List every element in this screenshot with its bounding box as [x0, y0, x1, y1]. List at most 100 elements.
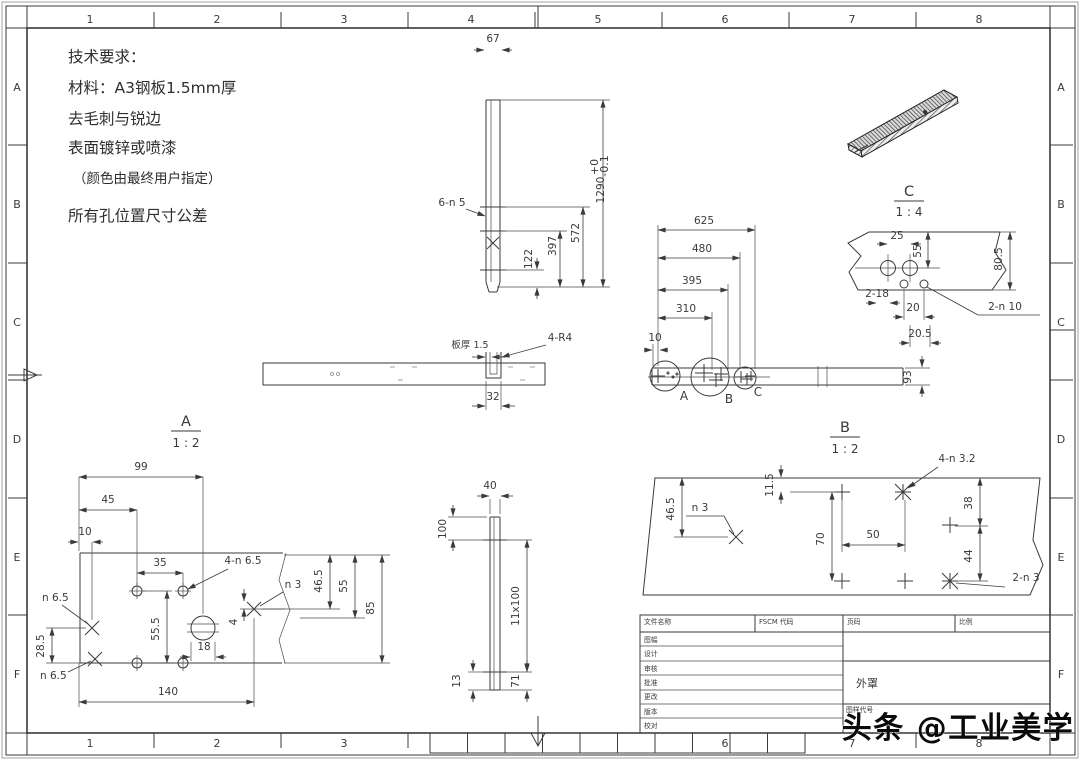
dim-140: 140 — [158, 686, 178, 698]
detail-b-title: B — [840, 420, 850, 436]
dim-55: 55 — [338, 579, 350, 592]
dim-1290-tol-lower: -0.1 — [598, 155, 611, 176]
dim-32: 32 — [486, 391, 499, 403]
zone-row-label: C — [1057, 316, 1065, 329]
dim-46-5: 46.5 — [665, 497, 677, 520]
detail-a-holes — [84, 583, 285, 671]
zone-row-label: F — [1058, 668, 1064, 681]
zone-row-label: E — [14, 551, 21, 564]
dim-572: 572 — [570, 223, 582, 243]
dim-67: 67 — [486, 33, 499, 45]
detail-c: C 1 : 4 25 55 80.5 2-18 20 20.5 2 — [847, 184, 1040, 347]
row-label-proof: 校对 — [644, 721, 658, 730]
zone-col-label: 2 — [214, 13, 221, 26]
zone-row-label: B — [1057, 198, 1065, 211]
zone-row-label: B — [13, 198, 21, 211]
callout-4xd6-5: 4-n 6.5 — [224, 555, 261, 567]
zone-col-label: 6 — [722, 13, 729, 26]
dim-13: 13 — [451, 674, 463, 687]
dim-35: 35 — [153, 557, 166, 569]
dim-10: 10 — [648, 332, 661, 344]
dim-55: 55 — [912, 244, 924, 257]
dim-99: 99 — [134, 461, 147, 473]
dim-11x100: 11x100 — [510, 586, 522, 626]
dim-70: 70 — [815, 532, 827, 545]
scale-label: 比例 — [959, 617, 973, 626]
tech-line: 去毛刺与锐边 — [68, 110, 162, 128]
zone-col-label: 7 — [849, 737, 856, 750]
title-block: 文件名称 FSCM 代码 页码 比例 图幅 设计 审核 批准 更改 版本 校对 … — [639, 614, 1051, 734]
dim-25: 25 — [890, 230, 903, 242]
dim-38: 38 — [963, 496, 975, 509]
dim-20-5: 20.5 — [908, 328, 931, 340]
tech-title: 技术要求： — [68, 48, 146, 66]
dim-44: 44 — [963, 549, 975, 563]
callout-4xd3-2: 4-n 3.2 — [938, 453, 975, 465]
callout-d6-5-top: n 6.5 — [42, 592, 69, 604]
row-label-version: 版本 — [644, 707, 658, 716]
detail-b-holes — [728, 483, 959, 590]
dim-18: 18 — [197, 641, 210, 653]
zone-col-label: 2 — [214, 737, 221, 750]
callout-2xd10: 2-n 10 — [988, 301, 1022, 313]
zone-col-label: 7 — [849, 13, 856, 26]
zone-labels: 1 2 3 4 5 6 7 8 1 2 3 6 7 8 A B C D E F … — [13, 13, 1065, 750]
dim-80-5: 80.5 — [993, 247, 1005, 270]
thickness-label: 板厚 1.5 — [451, 339, 488, 351]
fscm-label: FSCM 代码 — [759, 617, 794, 626]
zone-col-label: 3 — [341, 13, 348, 26]
isometric-view — [846, 89, 959, 158]
dim-20: 20 — [906, 302, 919, 314]
plan-view-left-bar — [262, 362, 546, 386]
row-label-design: 设计 — [644, 649, 658, 658]
dim-480: 480 — [692, 243, 712, 255]
scale-bar — [429, 732, 806, 754]
detail-b-scale: 1 : 2 — [832, 442, 859, 456]
callout-2xd8: 2-18 — [865, 288, 889, 300]
dim-28-5: 28.5 — [35, 634, 47, 657]
detail-marker-b: B — [725, 392, 733, 406]
tech-line: 表面镀锌或喷漆 — [68, 139, 177, 157]
dim-45: 45 — [101, 494, 114, 506]
dim-11-5: 11.5 — [764, 473, 776, 496]
side-view: 40 100 11x100 13 71 — [437, 480, 532, 702]
dim-122: 122 — [523, 249, 535, 269]
detail-a: A 1 : 2 n 6.5 n 6.5 4-n 6.5 n 3 — [35, 414, 390, 707]
row-label-check: 审核 — [644, 664, 658, 673]
row-label-change: 更改 — [644, 692, 658, 701]
watermark: 头条 @工业美学 — [842, 711, 1074, 746]
detail-a-scale: 1 : 2 — [173, 436, 200, 450]
dim-55-5: 55.5 — [150, 617, 162, 640]
file-name-label: 文件名称 — [644, 617, 671, 626]
dim-625: 625 — [694, 215, 714, 227]
callout-2xd3: 2-n 3 — [1012, 572, 1039, 584]
zone-col-label: 8 — [976, 737, 983, 750]
zone-col-label: 5 — [595, 13, 602, 26]
dim-46-5: 46.5 — [313, 569, 325, 592]
zone-col-label: 6 — [722, 737, 729, 750]
zone-row-label: D — [1057, 433, 1065, 446]
zone-row-label: A — [1057, 81, 1065, 94]
plan-view-right-bar: A B C 625 480 395 310 10 93 — [644, 215, 930, 406]
row-label-sheet: 图幅 — [644, 635, 658, 644]
section-view: 板厚 1.5 4-R4 32 — [451, 332, 573, 410]
dim-71: 71 — [510, 674, 522, 687]
detail-marker-a: A — [680, 389, 689, 403]
tech-line: （颜色由最终用户指定） — [73, 170, 222, 187]
part-name: 外罩 — [856, 677, 878, 690]
detail-c-title: C — [904, 184, 914, 200]
zone-row-label: A — [13, 81, 21, 94]
dim-93: 93 — [902, 370, 914, 383]
detail-a-title: A — [181, 414, 191, 430]
detail-c-scale: 1 : 4 — [896, 205, 923, 219]
tech-line: 所有孔位置尺寸公差 — [68, 207, 208, 225]
drawing-code-label: 图样代号 — [846, 705, 873, 714]
dim-310: 310 — [676, 303, 696, 315]
dim-397: 397 — [547, 236, 559, 256]
zone-col-label: 3 — [341, 737, 348, 750]
dim-1290-tol-upper: +0 — [588, 159, 601, 175]
tech-line: 材料：A3钢板1.5mm厚 — [68, 79, 236, 97]
dim-50: 50 — [866, 529, 879, 541]
dim-395: 395 — [682, 275, 702, 287]
